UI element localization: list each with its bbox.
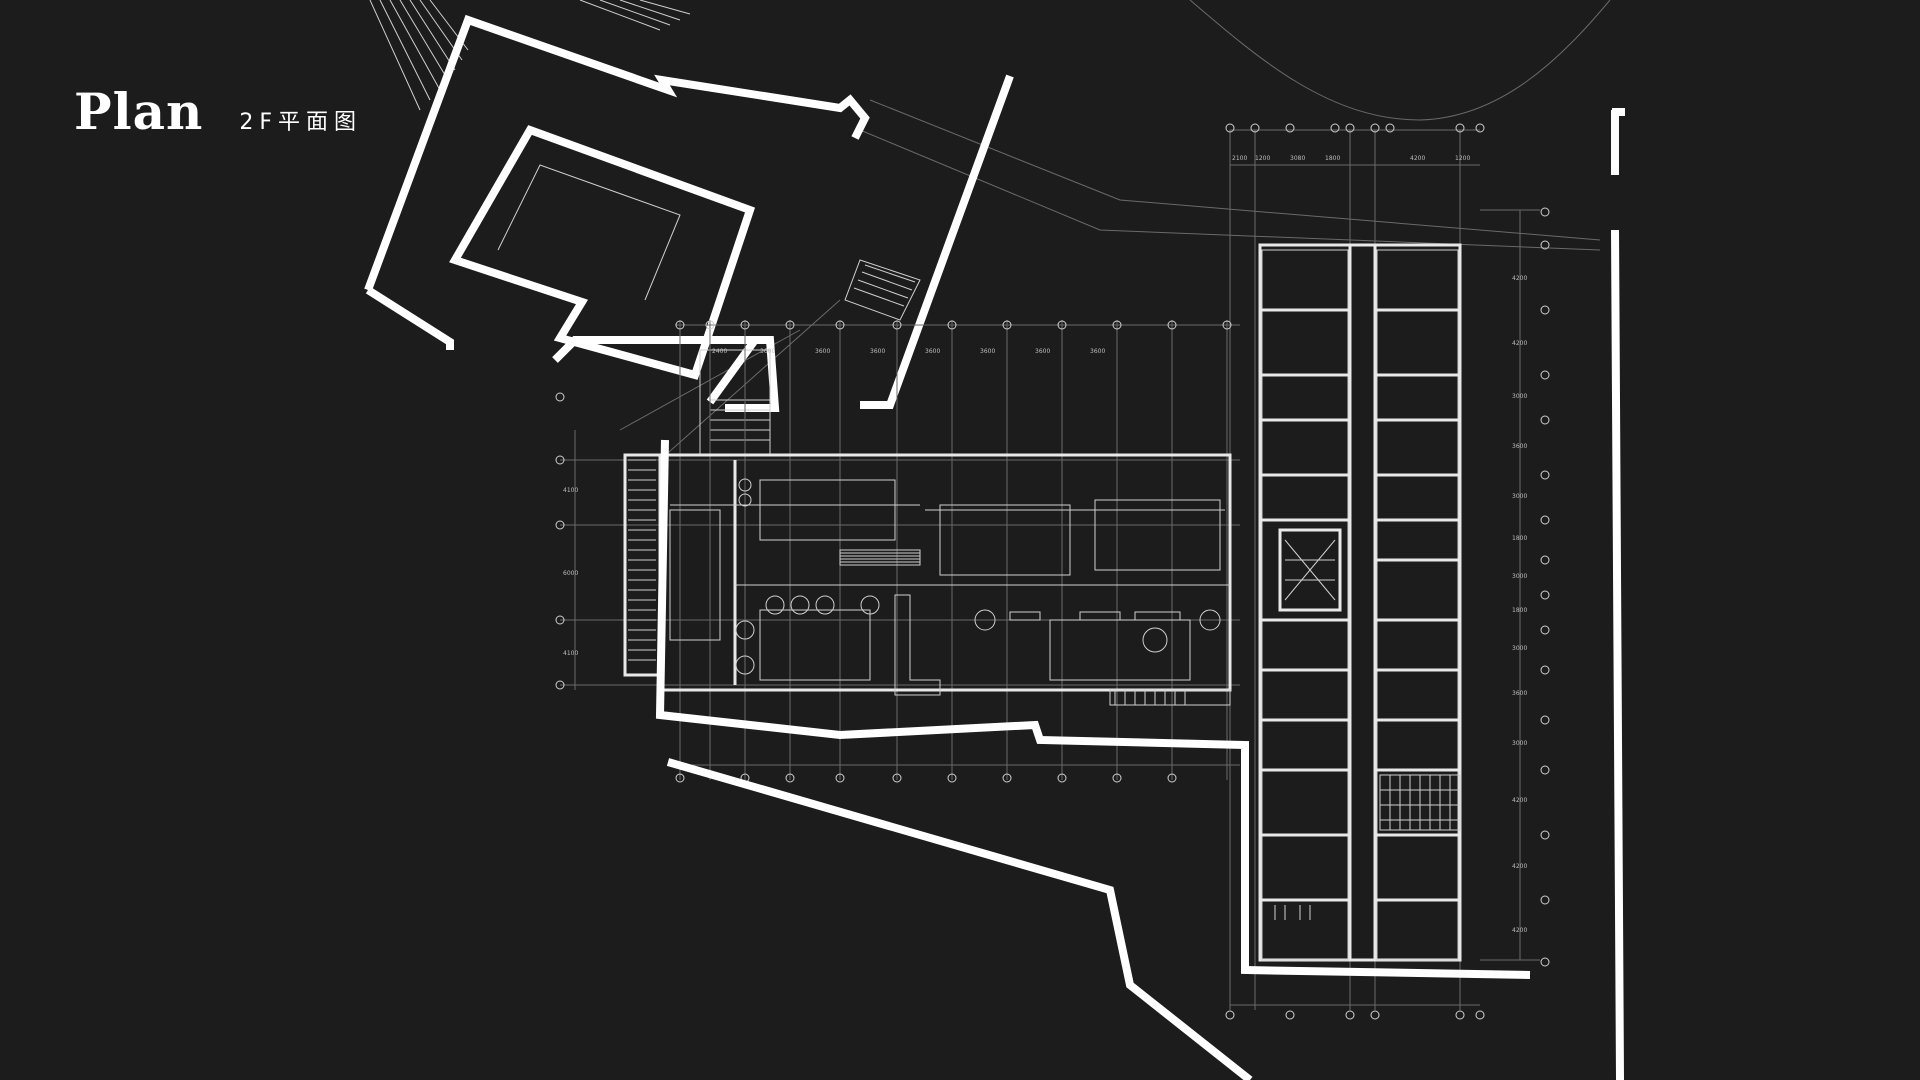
dim-label: 1800 [1512, 607, 1527, 614]
dim-label: 4200 [1512, 275, 1527, 282]
hatch-top-left [369, 0, 691, 111]
dim-label: 3600 [870, 348, 885, 355]
dim-label: 2100 [1232, 155, 1247, 162]
dim-label: 3600 [1090, 348, 1105, 355]
site-contours [619, 0, 1611, 461]
dimension-text: 2400 3600 3600 3600 3600 3600 3600 3600 … [563, 155, 1527, 934]
dim-label: 3600 [1035, 348, 1050, 355]
dim-label: 4200 [1512, 927, 1527, 934]
dim-label: 4100 [563, 650, 578, 657]
page-subtitle: 2F平面图 [239, 110, 362, 135]
west-stair [623, 453, 721, 677]
existing-building-interior [497, 164, 921, 456]
dim-label: 1800 [1325, 155, 1340, 162]
dim-label: 3000 [1512, 393, 1527, 400]
dim-label: 1200 [1255, 155, 1270, 162]
dim-label: 3000 [1512, 645, 1527, 652]
dim-label: 1200 [1455, 155, 1470, 162]
dim-label: 4200 [1410, 155, 1425, 162]
grid-bubbles [555, 123, 1550, 1020]
vertical-wing [1258, 243, 1462, 962]
dim-label: 6000 [563, 570, 578, 577]
dim-label: 4100 [563, 487, 578, 494]
dim-label: 3080 [1290, 155, 1305, 162]
title-block: Plan 2F平面图 [74, 82, 362, 141]
page-title: Plan [74, 82, 204, 141]
dim-label: 4200 [1512, 797, 1527, 804]
dim-label: 3000 [1512, 493, 1527, 500]
dim-label: 3600 [815, 348, 830, 355]
dim-label: 3600 [925, 348, 940, 355]
existing-building-outline [364, 14, 1014, 412]
dim-label: 3600 [1512, 690, 1527, 697]
dim-label: 1800 [1512, 535, 1527, 542]
dim-label: 4200 [1512, 340, 1527, 347]
dim-label: 3600 [760, 348, 775, 355]
dim-label: 3600 [1512, 443, 1527, 450]
dimension-grid [560, 129, 1540, 1010]
site-boundary [655, 108, 1625, 1080]
dim-label: 3000 [1512, 740, 1527, 747]
dim-label: 3000 [1512, 573, 1527, 580]
dim-label: 3600 [980, 348, 995, 355]
dim-label: 2400 [712, 348, 727, 355]
dim-label: 4200 [1512, 863, 1527, 870]
